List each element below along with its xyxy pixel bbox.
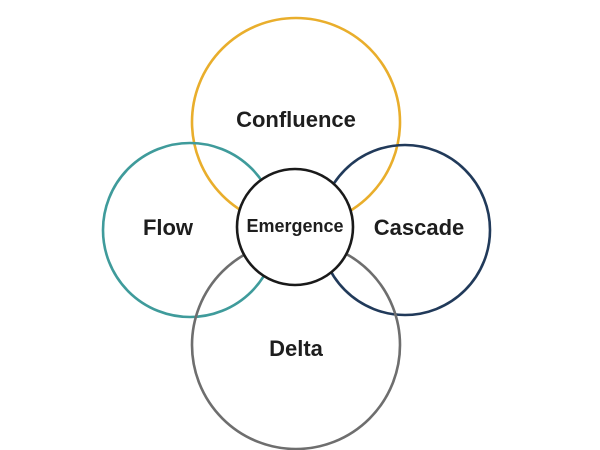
flow-label: Flow — [143, 215, 194, 240]
confluence-label: Confluence — [236, 107, 356, 132]
emergence-label: Emergence — [246, 216, 343, 236]
cascade-label: Cascade — [374, 215, 465, 240]
emergence-circle — [235, 167, 355, 287]
delta-label: Delta — [269, 336, 324, 361]
